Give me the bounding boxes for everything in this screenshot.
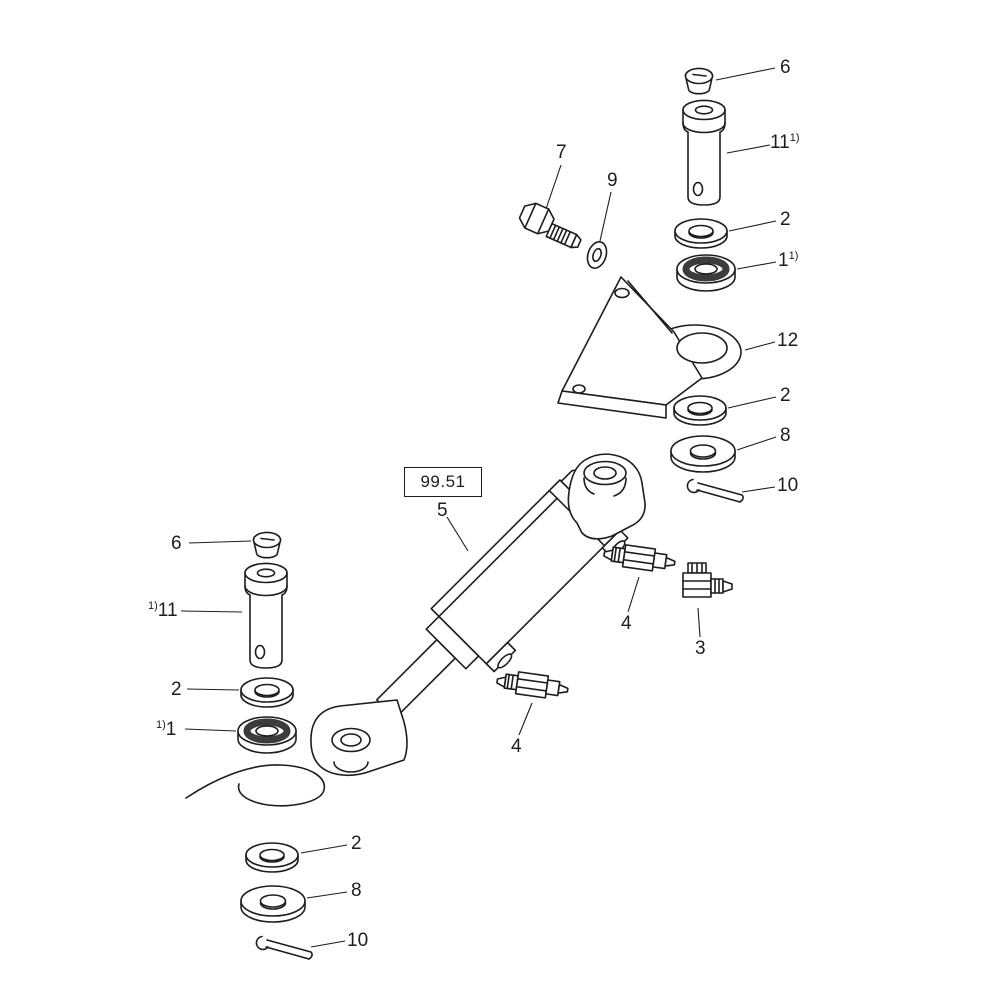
- fitting-part-4-upper: [602, 541, 677, 575]
- part-label-4-lower: 4: [511, 736, 522, 757]
- bracket-part-12: [557, 276, 742, 419]
- part-label-11-left: 1)11: [148, 600, 178, 621]
- leader-lines: [180, 67, 777, 948]
- part-label-10-bottom: 10: [347, 930, 369, 951]
- part-label-6-top: 6: [780, 57, 791, 78]
- part-label-1-left: 1)1: [156, 719, 177, 740]
- part-label-2-top: 2: [780, 209, 791, 230]
- cylinder-part: [310, 453, 646, 777]
- part-label-1-top: 11): [778, 250, 799, 271]
- part-label-10-top: 10: [777, 475, 799, 496]
- pin-part-11-top: [682, 99, 726, 206]
- eye-end: [567, 453, 646, 540]
- part-label-7: 7: [556, 142, 567, 163]
- cap-part-6-left: [252, 531, 282, 559]
- washer-part-2-mid: [673, 395, 727, 426]
- fitting-part-4-lower: [495, 668, 570, 702]
- cotter-pin-part-10-bottom: [255, 935, 313, 960]
- washer-part-2-top: [674, 218, 728, 249]
- washer-part-8-bottom: [240, 885, 306, 923]
- part-label-2-left: 2: [171, 679, 182, 700]
- bolt-part-7: [518, 202, 582, 249]
- part-label-6-left: 6: [171, 533, 182, 554]
- washer-part-2-bottom: [245, 842, 299, 873]
- part-label-8-bottom: 8: [351, 880, 362, 901]
- part-label-9: 9: [607, 170, 618, 191]
- part-label-3: 3: [695, 638, 706, 659]
- part-label-12: 12: [777, 330, 799, 351]
- section-ref-box: 99.51: [404, 467, 482, 497]
- part-label-8-top: 8: [780, 425, 791, 446]
- clevis-end: [310, 699, 408, 777]
- retainer-loop: [185, 764, 326, 807]
- cotter-pin-part-10-top: [686, 478, 744, 503]
- part-label-11-top: 111): [770, 132, 800, 153]
- washer-part-9: [586, 241, 608, 269]
- part-label-4-upper: 4: [621, 613, 632, 634]
- washer-part-2-left: [240, 677, 294, 708]
- pin-part-11-left: [244, 562, 288, 669]
- bearing-part-1-top: [677, 255, 735, 291]
- fitting-part-3-elbow: [682, 562, 733, 598]
- washer-part-8-top: [670, 435, 736, 473]
- cap-part-6-top: [684, 67, 714, 95]
- part-label-2-mid: 2: [780, 385, 791, 406]
- bearing-part-1-left: [238, 717, 296, 753]
- part-label-2-bottom: 2: [351, 833, 362, 854]
- part-label-5: 5: [437, 500, 448, 521]
